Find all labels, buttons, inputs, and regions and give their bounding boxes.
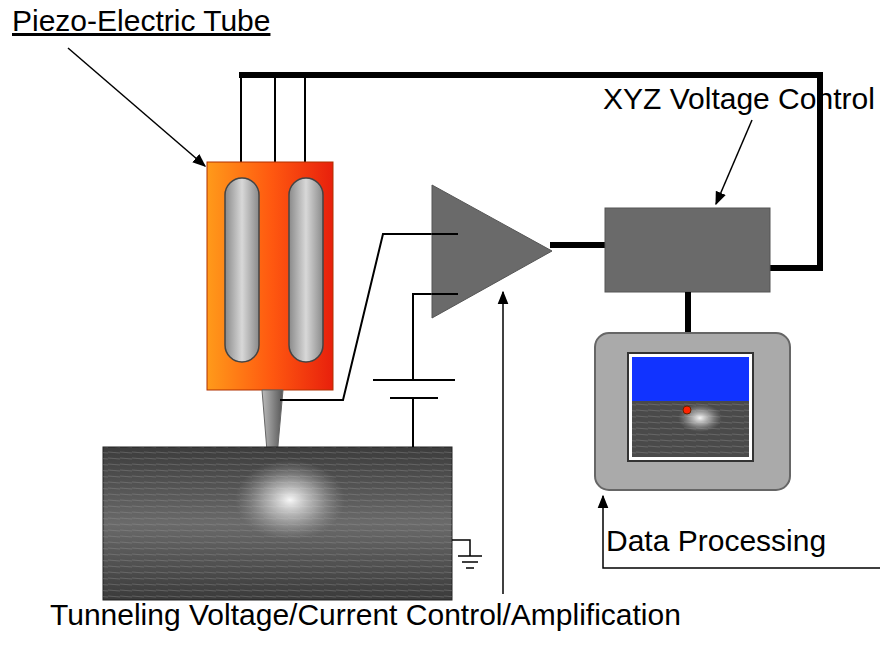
part-label: Piezo-Electric Tube xyxy=(12,4,270,37)
part-label: XYZ Voltage Control xyxy=(603,82,875,115)
amplifier xyxy=(432,185,552,318)
monitor xyxy=(595,333,790,490)
piezo-tube xyxy=(207,162,333,390)
tip-wire xyxy=(280,234,432,400)
sample-surface xyxy=(103,447,452,600)
leader-lines xyxy=(68,48,880,594)
bias-battery xyxy=(373,294,455,447)
part-label: Data Processing xyxy=(606,524,826,557)
ground-symbol xyxy=(452,540,482,568)
amp-output xyxy=(550,242,605,248)
part-label: Tunneling Voltage/Current Control/Amplif… xyxy=(50,598,681,631)
data-link xyxy=(685,292,691,334)
xyz-control-box xyxy=(605,208,770,292)
